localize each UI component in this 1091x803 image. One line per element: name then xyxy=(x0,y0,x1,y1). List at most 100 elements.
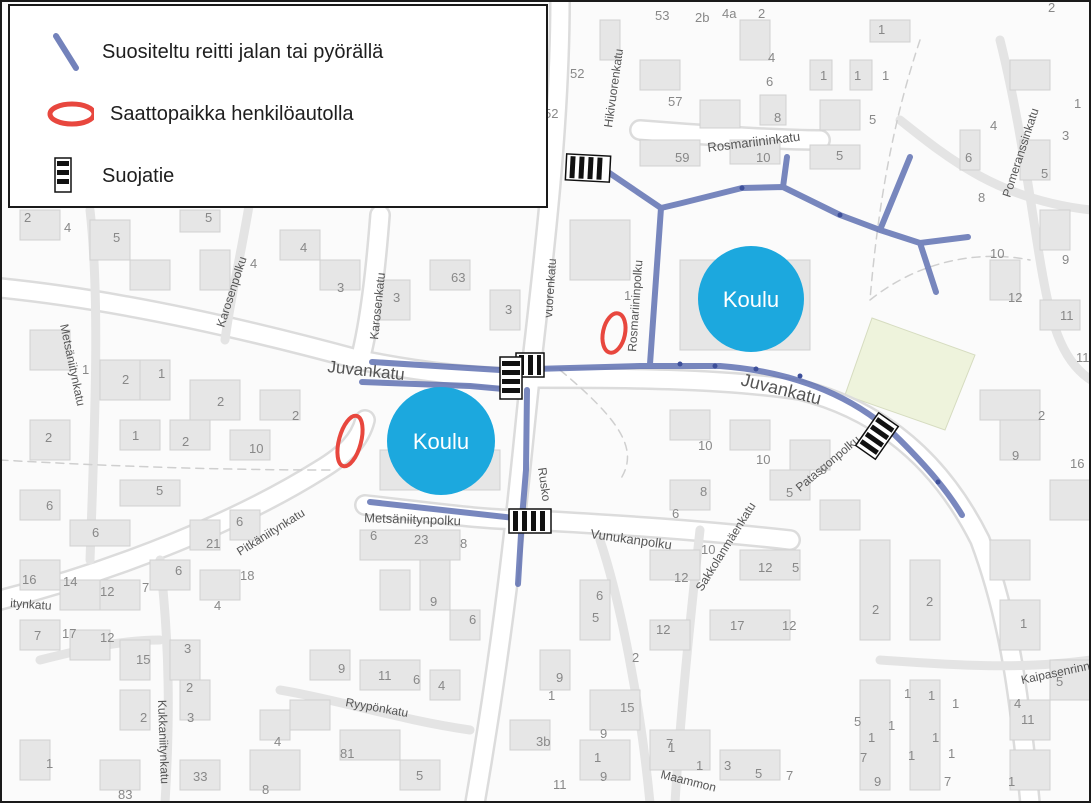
house-number: 12 xyxy=(100,630,114,645)
house-number: 7 xyxy=(786,768,793,783)
house-number: 9 xyxy=(874,774,881,789)
buildings xyxy=(19,19,1091,791)
house-number: 2 xyxy=(182,434,189,449)
house-number: 3 xyxy=(505,302,512,317)
house-number: 1 xyxy=(932,730,939,745)
legend-item-dropoff: Saattopaikka henkilöautolla xyxy=(10,94,546,134)
house-number: 1 xyxy=(1008,774,1015,789)
house-number: 11 xyxy=(1060,308,1074,323)
house-number: 2 xyxy=(122,372,129,387)
legend-label: Suositeltu reitti jalan tai pyörällä xyxy=(102,40,384,63)
house-number: 3 xyxy=(337,280,344,295)
street-label: vuorenkatu xyxy=(541,258,559,318)
route-hikivuorenkatu xyxy=(602,167,664,211)
house-number: 1 xyxy=(882,68,889,83)
house-number: 8 xyxy=(700,484,707,499)
house-number: 4 xyxy=(768,50,775,65)
house-number: 18 xyxy=(240,568,254,583)
house-number: 1 xyxy=(888,718,895,733)
crosswalk-icon xyxy=(54,157,72,193)
house-number: 2 xyxy=(926,594,933,609)
house-number: 9 xyxy=(820,462,827,477)
house-number: 4 xyxy=(1014,696,1021,711)
house-number: 1 xyxy=(594,750,601,765)
house-number: 12 xyxy=(758,560,772,575)
house-number: 4 xyxy=(250,256,257,271)
house-number: 1 xyxy=(132,428,139,443)
house-number: 6 xyxy=(370,528,377,543)
house-number: 5 xyxy=(156,483,163,498)
house-number: 4 xyxy=(214,598,221,613)
house-number: 12 xyxy=(100,584,114,599)
house-number: 10 xyxy=(701,542,715,557)
house-number: 2 xyxy=(758,6,765,21)
house-number: 5 xyxy=(113,230,120,245)
house-number: 3b xyxy=(536,734,550,749)
house-number: 5 xyxy=(854,714,861,729)
house-number: 9 xyxy=(556,670,563,685)
house-number: 2 xyxy=(632,650,639,665)
route-school-north xyxy=(658,184,971,246)
legend-item-crossing: Suojatie xyxy=(10,156,546,196)
house-number: 59 xyxy=(675,150,689,165)
house-number: 6 xyxy=(766,74,773,89)
route-nodes xyxy=(677,185,941,485)
house-number: 6 xyxy=(596,588,603,603)
house-number: 2 xyxy=(186,680,193,695)
house-number: 3 xyxy=(187,710,194,725)
dropoff-marker-north xyxy=(600,311,628,355)
house-number: 5 xyxy=(1056,674,1063,689)
house-number: 1 xyxy=(82,362,89,377)
street-label: Metsäniitynpolku xyxy=(364,510,461,528)
house-number: 11 xyxy=(378,668,392,683)
crosswalk-juvankatu-east xyxy=(854,411,900,461)
crosswalk-hikivuorenkatu xyxy=(564,153,612,183)
house-number: 9 xyxy=(600,769,607,784)
map-legend: Suositeltu reitti jalan tai pyörällä Saa… xyxy=(8,4,548,208)
route-branch xyxy=(780,154,790,190)
house-number: 4 xyxy=(438,678,445,693)
house-number: 6 xyxy=(46,498,53,513)
house-number: 10 xyxy=(249,441,263,456)
house-number: 21 xyxy=(206,536,220,551)
house-number: 8 xyxy=(460,536,467,551)
house-number: 5 xyxy=(416,768,423,783)
house-number: 1 xyxy=(158,366,165,381)
house-number: 3 xyxy=(393,290,400,305)
route-rusko xyxy=(515,387,530,587)
crosswalk-juvankatu-west xyxy=(499,356,523,400)
house-number: 11 xyxy=(1021,712,1035,727)
house-number: 8 xyxy=(262,782,269,797)
street-label: Rusko xyxy=(535,466,554,502)
street-label: Kukkaniitynkatu xyxy=(155,700,172,784)
school-north: Koulu xyxy=(698,246,804,352)
house-number: 12 xyxy=(782,618,796,633)
crosswalk-metsaniitynpolku xyxy=(508,508,552,534)
house-number: 1 xyxy=(46,756,53,771)
house-number: 6 xyxy=(236,514,243,529)
house-number: 7 xyxy=(666,736,673,751)
house-number: 9 xyxy=(1062,252,1069,267)
house-number: 6 xyxy=(965,150,972,165)
house-number: 63 xyxy=(451,270,465,285)
legend-label: Saattopaikka henkilöautolla xyxy=(110,102,354,125)
street-label: itynkatu xyxy=(10,596,52,613)
house-number: 17 xyxy=(62,626,76,641)
house-number: 2 xyxy=(45,430,52,445)
house-number: 12 xyxy=(656,622,670,637)
route-line-icon xyxy=(53,33,79,71)
house-number: 5 xyxy=(786,485,793,500)
house-number: 1 xyxy=(868,730,875,745)
house-number: 9 xyxy=(338,661,345,676)
house-number: 2 xyxy=(292,408,299,423)
house-number: 1 xyxy=(928,688,935,703)
route-pomeranssi xyxy=(877,154,913,233)
house-number: 5 xyxy=(792,560,799,575)
house-number: 2 xyxy=(140,710,147,725)
house-number: 7 xyxy=(944,774,951,789)
house-number: 3 xyxy=(184,641,191,656)
house-number: 4a xyxy=(722,6,737,21)
house-number: 9 xyxy=(600,726,607,741)
house-number: 12 xyxy=(1008,290,1022,305)
house-number: 4 xyxy=(64,220,71,235)
